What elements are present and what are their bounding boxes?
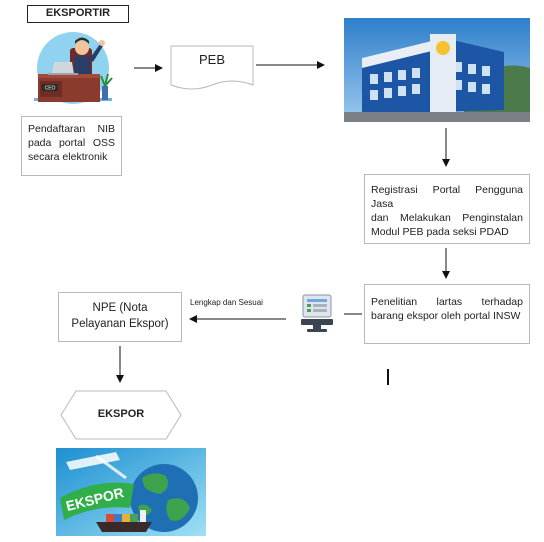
eksportir-header-label: EKSPORTIR [45,7,111,19]
npe-box: NPE (Nota Pelayanan Ekspor) [58,292,182,342]
ekspor-decision-diamond [60,390,182,440]
penelitian-line-2: barang ekspor oleh portal INSW [371,310,521,322]
stray-vertical-mark [387,369,389,385]
ceo-sign-text: CEO [45,86,56,92]
peb-label: PEB [198,52,225,67]
registrasi-line-3: Modul PEB pada seksi PDAD [371,226,509,238]
registrasi-line-1: Registrasi Portal Pengguna Jasa [371,184,523,210]
eksportir-header: EKSPORTIR [27,5,129,23]
registrasi-box: Registrasi Portal Pengguna Jasa dan Mela… [364,174,530,244]
penelitian-box: Penelitian lartas terhadap barang ekspor… [364,284,530,344]
npe-line-1: NPE (Nota [92,302,148,314]
npe-line-2: Pelayanan Ekspor) [71,318,169,330]
customs-building-photo [344,18,530,122]
ekspor-globe-image: EKSPOR [56,448,206,536]
nib-line-3: secara elektronik [28,151,108,163]
registrasi-line-2: dan Melakukan Penginstalan [371,212,523,224]
checklist-computer-icon [301,294,333,332]
penelitian-line-1: Penelitian lartas terhadap [371,296,523,308]
ceo-illustration: CEO [34,32,113,104]
ekspor-decision-label: EKSPOR [97,408,145,420]
nib-registration-box: Pendaftaran NIB pada portal OSS secara e… [21,116,122,176]
nib-line-2: pada portal OSS [28,137,115,149]
lengkap-sesuai-label: Lengkap dan Sesuai [190,298,263,307]
nib-line-1: Pendaftaran NIB [28,123,115,135]
peb-document [170,45,254,90]
